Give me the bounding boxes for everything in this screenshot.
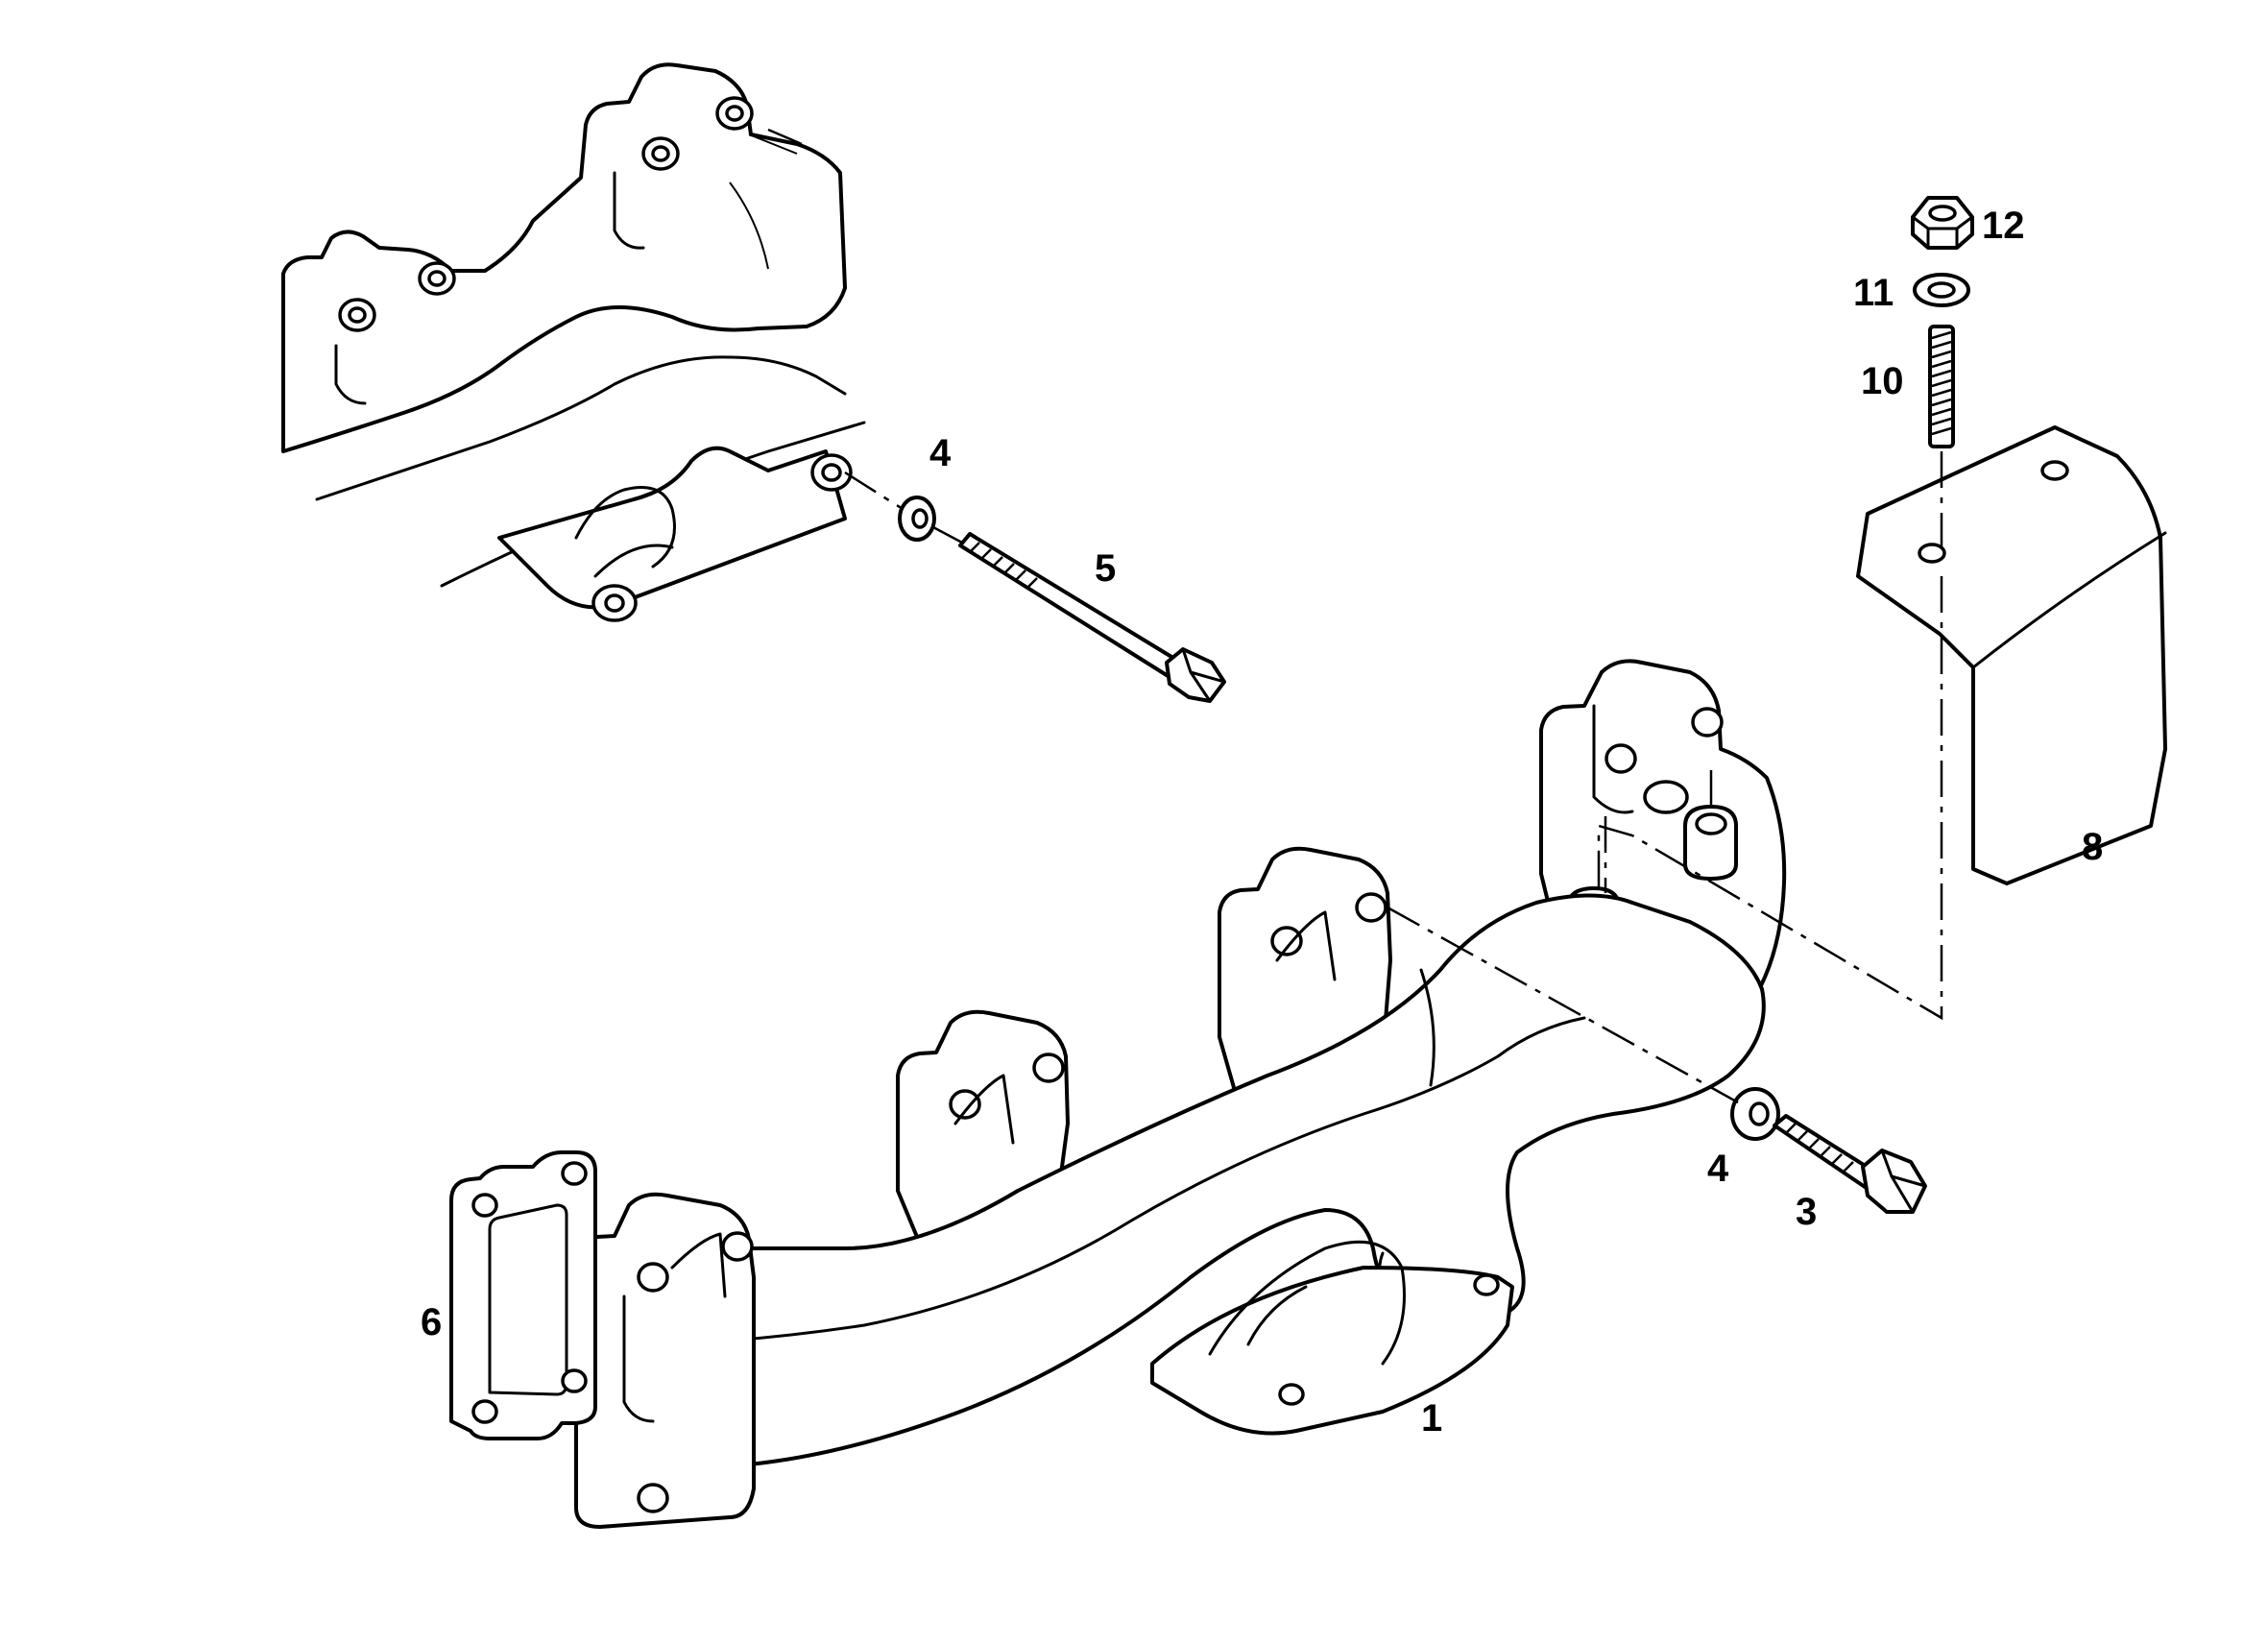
callout-10: 10 [1861,360,1904,402]
callout-5: 5 [1095,547,1116,590]
bolt [1773,1114,1927,1214]
callout-1: 1 [1421,1397,1442,1439]
washer-top [898,496,936,542]
stud-washer [1913,273,1970,307]
washer-bottom [1730,1087,1780,1141]
stud [1928,325,1955,448]
exhaust-manifold [574,659,1787,1529]
manifold-gasket [449,1150,597,1440]
callout-3: 3 [1796,1191,1817,1233]
callout-labels: 1 3 4 4 5 6 8 10 11 12 [421,205,2103,1439]
assembly-lines [767,128,1943,1104]
stud-nut [1911,196,1974,250]
callout-8: 8 [2082,826,2103,868]
long-bolt [958,532,1226,703]
cylinder-head-background [281,62,866,622]
callout-11: 11 [1853,272,1894,314]
heat-shield [1856,425,2167,885]
callout-4-top: 4 [929,432,952,474]
callout-6: 6 [421,1301,442,1343]
callout-12: 12 [1982,205,2025,247]
callout-4-bottom: 4 [1707,1148,1729,1190]
